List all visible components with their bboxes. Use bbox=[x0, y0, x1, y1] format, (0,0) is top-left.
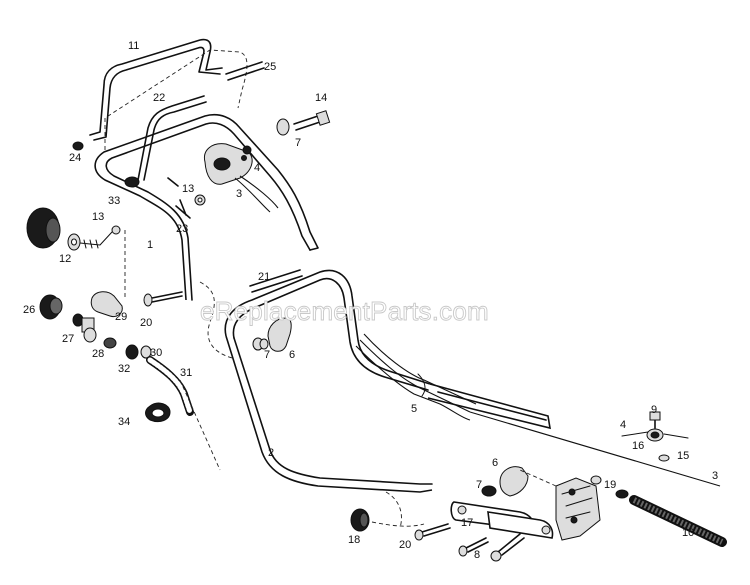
knob-part-12 bbox=[26, 207, 126, 300]
bail-bar-part-11 bbox=[89, 38, 223, 141]
callout-29: 29 bbox=[115, 311, 127, 323]
cable-part-5 bbox=[355, 333, 721, 487]
callout-10: 10 bbox=[682, 527, 694, 539]
watermark: eReplacementParts.com bbox=[200, 296, 489, 326]
bolt-part-8 bbox=[414, 523, 525, 562]
callout-16: 16 bbox=[632, 440, 644, 452]
callout-5: 5 bbox=[411, 403, 417, 415]
callout-18: 18 bbox=[348, 534, 360, 546]
deck-bracket bbox=[519, 469, 601, 541]
callout-1: 1 bbox=[147, 239, 153, 251]
callout-9: 9 bbox=[651, 404, 657, 416]
callout-7a: 7 bbox=[295, 137, 301, 149]
callout-26: 26 bbox=[23, 304, 35, 316]
callout-14: 14 bbox=[315, 92, 327, 104]
callout-3a: 3 bbox=[236, 188, 242, 200]
rod-part-21 bbox=[249, 269, 303, 293]
callout-2: 2 bbox=[268, 447, 274, 459]
lower-handle-part-2 bbox=[224, 269, 551, 493]
callout-6a: 6 bbox=[289, 349, 295, 361]
callout-33: 33 bbox=[108, 195, 120, 207]
callout-13b: 13 bbox=[92, 211, 104, 223]
callout-20a: 20 bbox=[140, 317, 152, 329]
callout-31: 31 bbox=[180, 367, 192, 379]
callout-17: 17 bbox=[461, 517, 473, 529]
callout-24: 24 bbox=[69, 152, 81, 164]
rod-part-25 bbox=[225, 61, 265, 81]
callout-32: 32 bbox=[118, 363, 130, 375]
throttle-control-part-3 bbox=[203, 143, 279, 213]
callout-12: 12 bbox=[59, 253, 71, 265]
callout-7b: 7 bbox=[264, 349, 270, 361]
callout-21: 21 bbox=[258, 271, 270, 283]
spring-part-10 bbox=[629, 495, 727, 547]
callout-25: 25 bbox=[264, 61, 276, 73]
callout-4b: 4 bbox=[620, 419, 626, 431]
callout-6b: 6 bbox=[492, 457, 498, 469]
callout-28: 28 bbox=[92, 348, 104, 360]
callout-20b: 20 bbox=[399, 539, 411, 551]
callout-22: 22 bbox=[153, 92, 165, 104]
callout-3b: 3 bbox=[712, 470, 718, 482]
callout-30: 30 bbox=[150, 347, 162, 359]
callout-labels: 11 25 22 14 24 7 4 13 3 33 13 23 1 12 21… bbox=[23, 40, 718, 561]
bolt-part-14 bbox=[276, 110, 331, 136]
callout-4a: 4 bbox=[254, 162, 260, 174]
cable-clamp-part-16 bbox=[621, 411, 689, 462]
callout-7c: 7 bbox=[476, 479, 482, 491]
callout-15: 15 bbox=[677, 450, 689, 462]
bracket-part-17 bbox=[450, 466, 554, 539]
callout-23: 23 bbox=[176, 223, 188, 235]
bolt-part-20-upper bbox=[143, 291, 183, 307]
engine-stop-parts bbox=[39, 291, 221, 471]
callout-11: 11 bbox=[128, 40, 139, 52]
callout-27: 27 bbox=[62, 333, 74, 345]
washer-part-13 bbox=[72, 141, 206, 235]
callout-8: 8 bbox=[474, 549, 480, 561]
callout-34: 34 bbox=[118, 416, 130, 428]
callout-19: 19 bbox=[604, 479, 616, 491]
rod-part-22 bbox=[137, 95, 207, 181]
nut-part-19 bbox=[590, 475, 629, 499]
callout-13a: 13 bbox=[182, 183, 194, 195]
upper-handle-part-1 bbox=[94, 113, 319, 301]
knob-part-6-middle bbox=[252, 317, 292, 352]
knob-part-18 bbox=[350, 508, 370, 532]
